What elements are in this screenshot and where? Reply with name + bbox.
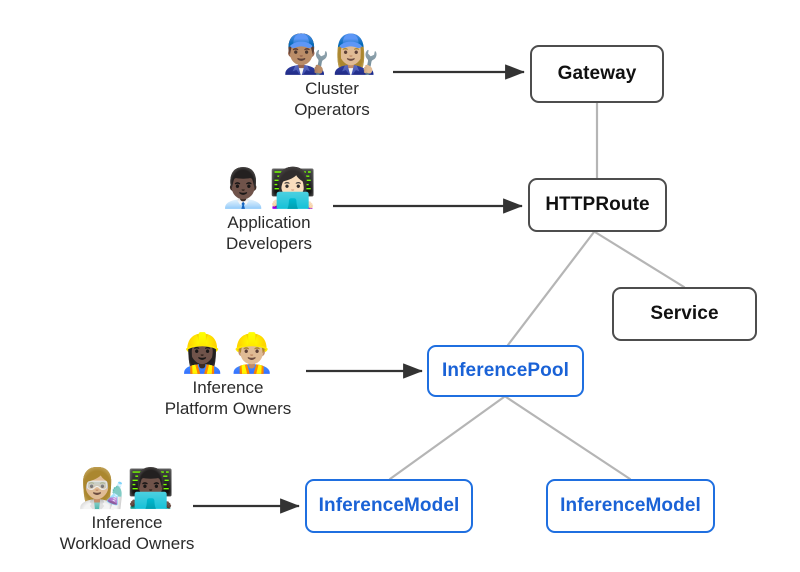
cluster-operators-caption: Cluster Operators	[294, 78, 370, 120]
actor-inference-workload-owners: 👩🏼‍🔬👨🏿‍💻 Inference Workload Owners	[27, 466, 227, 554]
node-inferencepool-label: InferencePool	[442, 360, 569, 381]
caption-line-2: Operators	[294, 100, 370, 119]
caption-line-1: Inference	[192, 378, 264, 397]
node-inferencemodel-left-label: InferenceModel	[318, 495, 460, 516]
connector-httproute-inferencepool	[506, 230, 596, 347]
node-inferencemodel-right[interactable]: InferenceModel	[546, 479, 715, 533]
caption-line-2: Developers	[226, 234, 312, 253]
node-service[interactable]: Service	[612, 287, 757, 341]
node-httproute-label: HTTPRoute	[545, 194, 650, 215]
caption-line-2: Platform Owners	[164, 399, 292, 418]
cluster-operators-emoji: 👨🏽‍🔧👩🏼‍🔧	[282, 32, 382, 76]
node-service-label: Service	[650, 303, 719, 324]
connector-httproute-service	[593, 230, 686, 289]
inference-platform-owners-emoji: 👷🏿‍♀️👷🏼‍♂️	[178, 331, 278, 375]
connector-inferencepool-inferencemodel-right	[504, 395, 632, 481]
node-gateway[interactable]: Gateway	[530, 45, 664, 103]
caption-line-2: Workload Owners	[59, 534, 195, 553]
node-inferencemodel-left[interactable]: InferenceModel	[305, 479, 473, 533]
application-developers-caption: Application Developers	[226, 212, 312, 254]
node-gateway-label: Gateway	[557, 63, 637, 84]
actor-cluster-operators: 👨🏽‍🔧👩🏼‍🔧 Cluster Operators	[232, 32, 432, 120]
actor-application-developers: 👨🏿‍💼👩🏻‍💻 Application Developers	[169, 166, 369, 254]
caption-line-1: Application	[227, 213, 311, 232]
connector-inferencepool-inferencemodel-left	[388, 395, 506, 481]
node-inferencemodel-right-label: InferenceModel	[560, 495, 701, 516]
actor-inference-platform-owners: 👷🏿‍♀️👷🏼‍♂️ Inference Platform Owners	[128, 331, 328, 419]
application-developers-emoji: 👨🏿‍💼👩🏻‍💻	[219, 166, 319, 210]
inference-workload-owners-emoji: 👩🏼‍🔬👨🏿‍💻	[77, 466, 177, 510]
inference-platform-owners-caption: Inference Platform Owners	[165, 377, 292, 419]
node-inferencepool[interactable]: InferencePool	[427, 345, 584, 397]
caption-line-1: Inference	[91, 513, 163, 532]
node-httproute[interactable]: HTTPRoute	[528, 178, 667, 232]
inference-workload-owners-caption: Inference Workload Owners	[60, 512, 195, 554]
caption-line-1: Cluster	[305, 79, 359, 98]
